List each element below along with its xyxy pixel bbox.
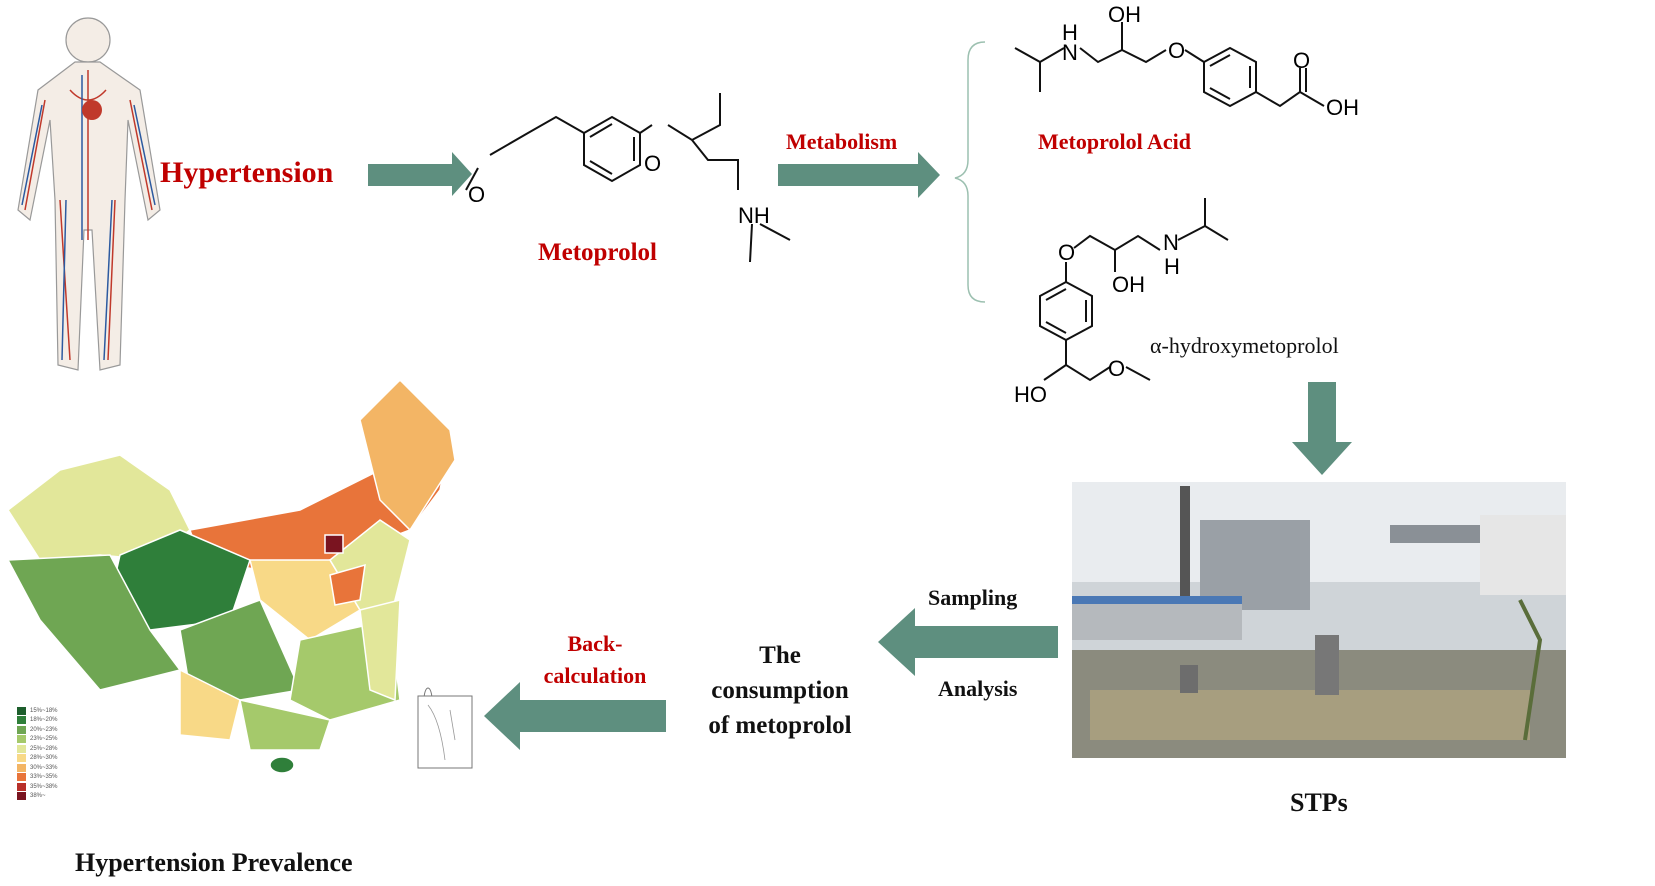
arrow-hypertension-to-metoprolol (368, 152, 472, 196)
legend-label: 28%~30% (30, 755, 58, 762)
atom-o: O (468, 182, 486, 207)
sampling-label: Sampling (928, 585, 1018, 610)
legend-item: 33%~35% (17, 773, 58, 783)
arrow-back-calculation (484, 682, 666, 750)
legend-item: 15%~18% (17, 706, 58, 716)
back-calculation-line: calculation (543, 663, 647, 688)
legend-swatch (17, 735, 26, 744)
legend-swatch (17, 744, 26, 753)
stp-photo (1072, 482, 1566, 758)
legend-swatch (17, 706, 26, 715)
metoprolol-acid-label: Metoprolol Acid (1038, 129, 1191, 154)
hypertension-label: Hypertension (160, 156, 334, 189)
legend-item: 25%~28% (17, 744, 58, 754)
atom-h: H (1164, 254, 1180, 279)
arrow-metabolism (778, 152, 940, 198)
legend-label: 33%~35% (30, 774, 58, 781)
legend-item: 23%~25% (17, 735, 58, 745)
legend-swatch (17, 792, 26, 801)
metabolite-bracket (954, 41, 986, 303)
atom-h: H (1062, 20, 1078, 45)
atom-n: N (1163, 230, 1179, 255)
metabolism-label: Metabolism (786, 129, 898, 154)
atom-o: O (1168, 38, 1186, 63)
legend-swatch (17, 716, 26, 725)
map-legend: 15%~18% 18%~20% 20%~23% 23%~25% 25%~28% 28%~3… (17, 706, 58, 801)
legend-label: 35%~38% (30, 783, 58, 790)
atom-o: O (1108, 356, 1126, 381)
alpha-hydroxymetoprolol-label: α-hydroxymetoprolol (1150, 333, 1339, 358)
atom-oh: OH (1108, 2, 1141, 27)
atom-n: N (1062, 40, 1078, 65)
back-calculation-line: Back- (567, 631, 623, 656)
legend-label: 30%~33% (30, 764, 58, 771)
atom-oh: OH (1112, 272, 1145, 297)
arrow-stp-to-consumption (878, 608, 1058, 676)
consumption-line: of metoprolol (708, 712, 852, 739)
stps-label: STPs (1290, 788, 1348, 817)
consumption-label: The consumption of metoprolol (680, 638, 880, 743)
legend-item: 20%~23% (17, 725, 58, 735)
arrows (368, 152, 1352, 750)
atom-oh: OH (1326, 95, 1359, 120)
metoprolol-structure (465, 93, 791, 263)
legend-item: 38%~ (17, 792, 58, 802)
legend-swatch (17, 782, 26, 791)
atom-nh: NH (738, 203, 770, 228)
legend-item: 18%~20% (17, 716, 58, 726)
legend-label: 15%~18% (30, 707, 58, 714)
legend-label: 18%~20% (30, 717, 58, 724)
prevalence-label: Hypertension Prevalence (75, 848, 353, 877)
china-prevalence-map (6, 378, 473, 774)
legend-swatch (17, 763, 26, 772)
legend-swatch (17, 773, 26, 782)
atom-ho: HO (1014, 382, 1047, 407)
legend-swatch (17, 725, 26, 734)
legend-label: 38%~ (30, 793, 46, 800)
legend-swatch (17, 754, 26, 763)
legend-item: 28%~30% (17, 754, 58, 764)
legend-label: 20%~23% (30, 726, 58, 733)
metoprolol-acid-structure (1014, 22, 1325, 108)
legend-label: 25%~28% (30, 745, 58, 752)
metoprolol-label: Metoprolol (538, 239, 657, 266)
legend-label: 23%~25% (30, 736, 58, 743)
atom-o: O (1293, 48, 1311, 73)
analysis-label: Analysis (938, 676, 1018, 701)
atom-o: O (644, 151, 662, 176)
arrow-down-to-stps (1292, 382, 1352, 475)
human-circulatory-figure (17, 17, 161, 371)
legend-item: 35%~38% (17, 782, 58, 792)
atom-o: O (1058, 240, 1076, 265)
legend-item: 30%~33% (17, 763, 58, 773)
consumption-line: consumption (711, 677, 849, 704)
consumption-line: The (759, 642, 801, 669)
alpha-hydroxymetoprolol-structure (1039, 198, 1229, 382)
back-calculation-label: Back- calculation (520, 628, 670, 692)
